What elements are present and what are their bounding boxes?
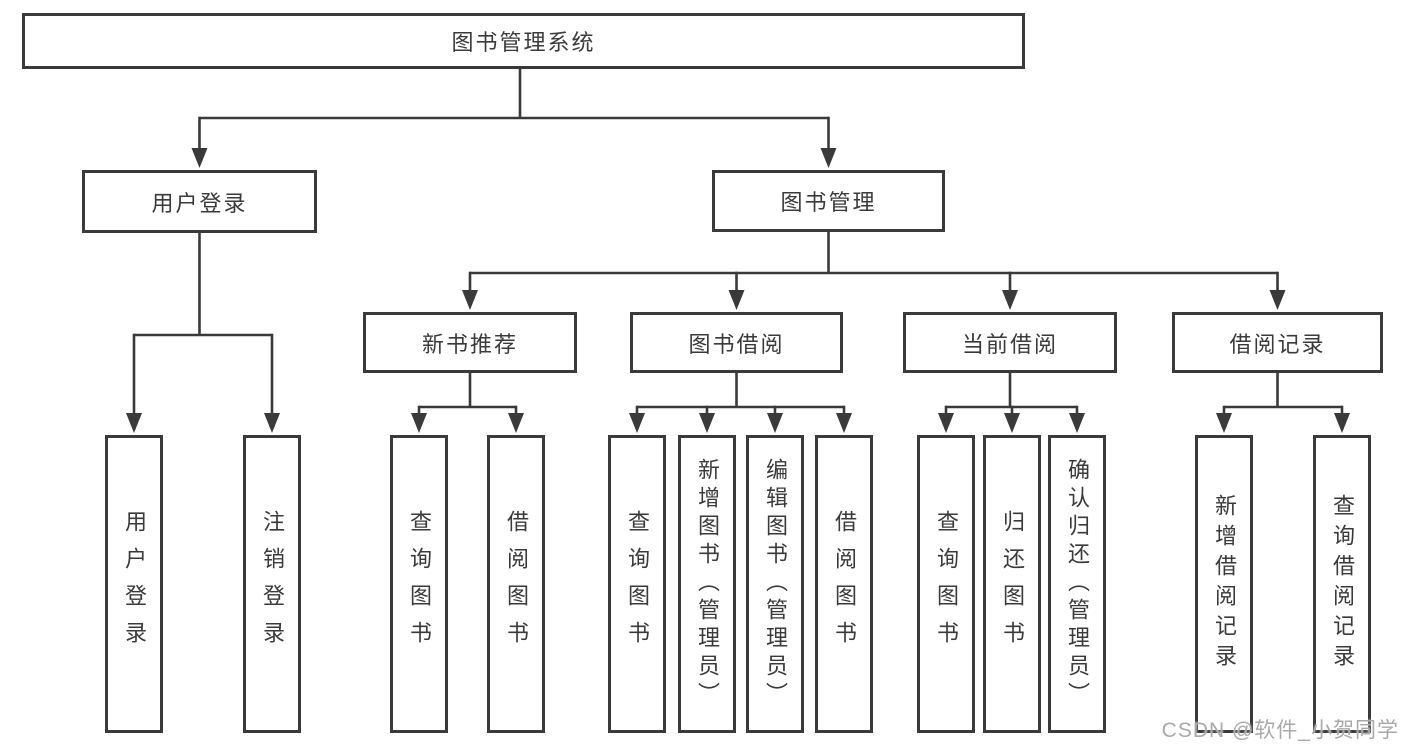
node-query-books-borrowing: 查询图书: [608, 435, 666, 733]
arrowhead-icon: [699, 413, 715, 433]
arrowhead-icon: [1069, 413, 1085, 433]
node-book-management: 图书管理: [712, 170, 945, 232]
arrowhead-icon: [629, 413, 645, 433]
node-label: 当前借阅: [961, 331, 1058, 357]
arrowhead-icon: [938, 413, 954, 433]
node-return-books: 归还图书: [983, 435, 1041, 733]
arrowhead-icon: [126, 413, 142, 433]
node-label: 用户登录: [151, 190, 248, 216]
node-label: 借阅图书: [832, 510, 857, 658]
node-label: 用户登录: [122, 510, 147, 658]
node-edit-books-admin: 编辑图书（管理员）: [746, 435, 804, 733]
node-label: 新书推荐: [421, 331, 518, 357]
node-label: 查询图书: [934, 510, 959, 658]
node-query-borrow-record: 查询借阅记录: [1313, 435, 1371, 733]
node-label: 借阅记录: [1229, 331, 1326, 357]
watermark-text: CSDN @软件_小贺同学: [1161, 719, 1399, 742]
node-label: 图书管理: [780, 190, 877, 215]
node-add-borrow-record: 新增借阅记录: [1195, 435, 1253, 733]
arrowhead-icon: [728, 290, 745, 310]
node-query-books-current: 查询图书: [917, 435, 975, 733]
node-borrowing-records: 借阅记录: [1172, 312, 1383, 373]
arrowhead-icon: [1216, 413, 1232, 433]
arrowhead-icon: [820, 148, 837, 168]
arrowhead-icon: [1269, 290, 1286, 310]
arrowhead-icon: [508, 413, 524, 433]
arrowhead-icon: [411, 413, 427, 433]
node-label: 图书借阅: [688, 331, 785, 357]
arrowhead-icon: [1334, 413, 1350, 433]
node-label: 查询图书: [407, 510, 432, 658]
node-label: 确认归还（管理员）: [1065, 458, 1090, 710]
arrowhead-icon: [264, 413, 280, 433]
node-add-books-admin: 新增图书（管理员）: [678, 435, 736, 733]
node-borrow-books-recommend: 借阅图书: [487, 435, 545, 733]
arrowhead-icon: [836, 413, 852, 433]
node-query-books-recommend: 查询图书: [390, 435, 448, 733]
node-user-login: 用户登录: [82, 170, 317, 233]
arrowhead-icon: [462, 290, 478, 310]
node-logout-leaf: 注销登录: [243, 435, 301, 733]
node-book-borrowing: 图书借阅: [630, 312, 843, 373]
node-confirm-return-admin: 确认归还（管理员）: [1048, 435, 1106, 733]
node-system-root: 图书管理系统: [22, 13, 1025, 69]
arrowhead-icon: [1004, 413, 1020, 433]
arrowhead-icon: [1002, 290, 1018, 310]
node-label: 新增借阅记录: [1212, 494, 1237, 674]
node-label: 查询借阅记录: [1330, 494, 1355, 674]
node-current-borrowing: 当前借阅: [903, 312, 1117, 373]
arrowhead-icon: [191, 148, 208, 168]
node-label: 查询图书: [625, 510, 650, 658]
node-label: 编辑图书（管理员）: [763, 458, 788, 710]
node-new-book-recommend: 新书推荐: [363, 312, 577, 373]
node-borrow-books-borrowing: 借阅图书: [815, 435, 873, 733]
node-label: 归还图书: [1000, 510, 1025, 658]
node-label: 借阅图书: [504, 510, 529, 658]
arrowhead-icon: [767, 413, 783, 433]
node-user-login-leaf: 用户登录: [105, 435, 163, 733]
node-label: 图书管理系统: [451, 30, 596, 55]
node-label: 新增图书（管理员）: [695, 458, 720, 710]
node-label: 注销登录: [260, 510, 285, 658]
